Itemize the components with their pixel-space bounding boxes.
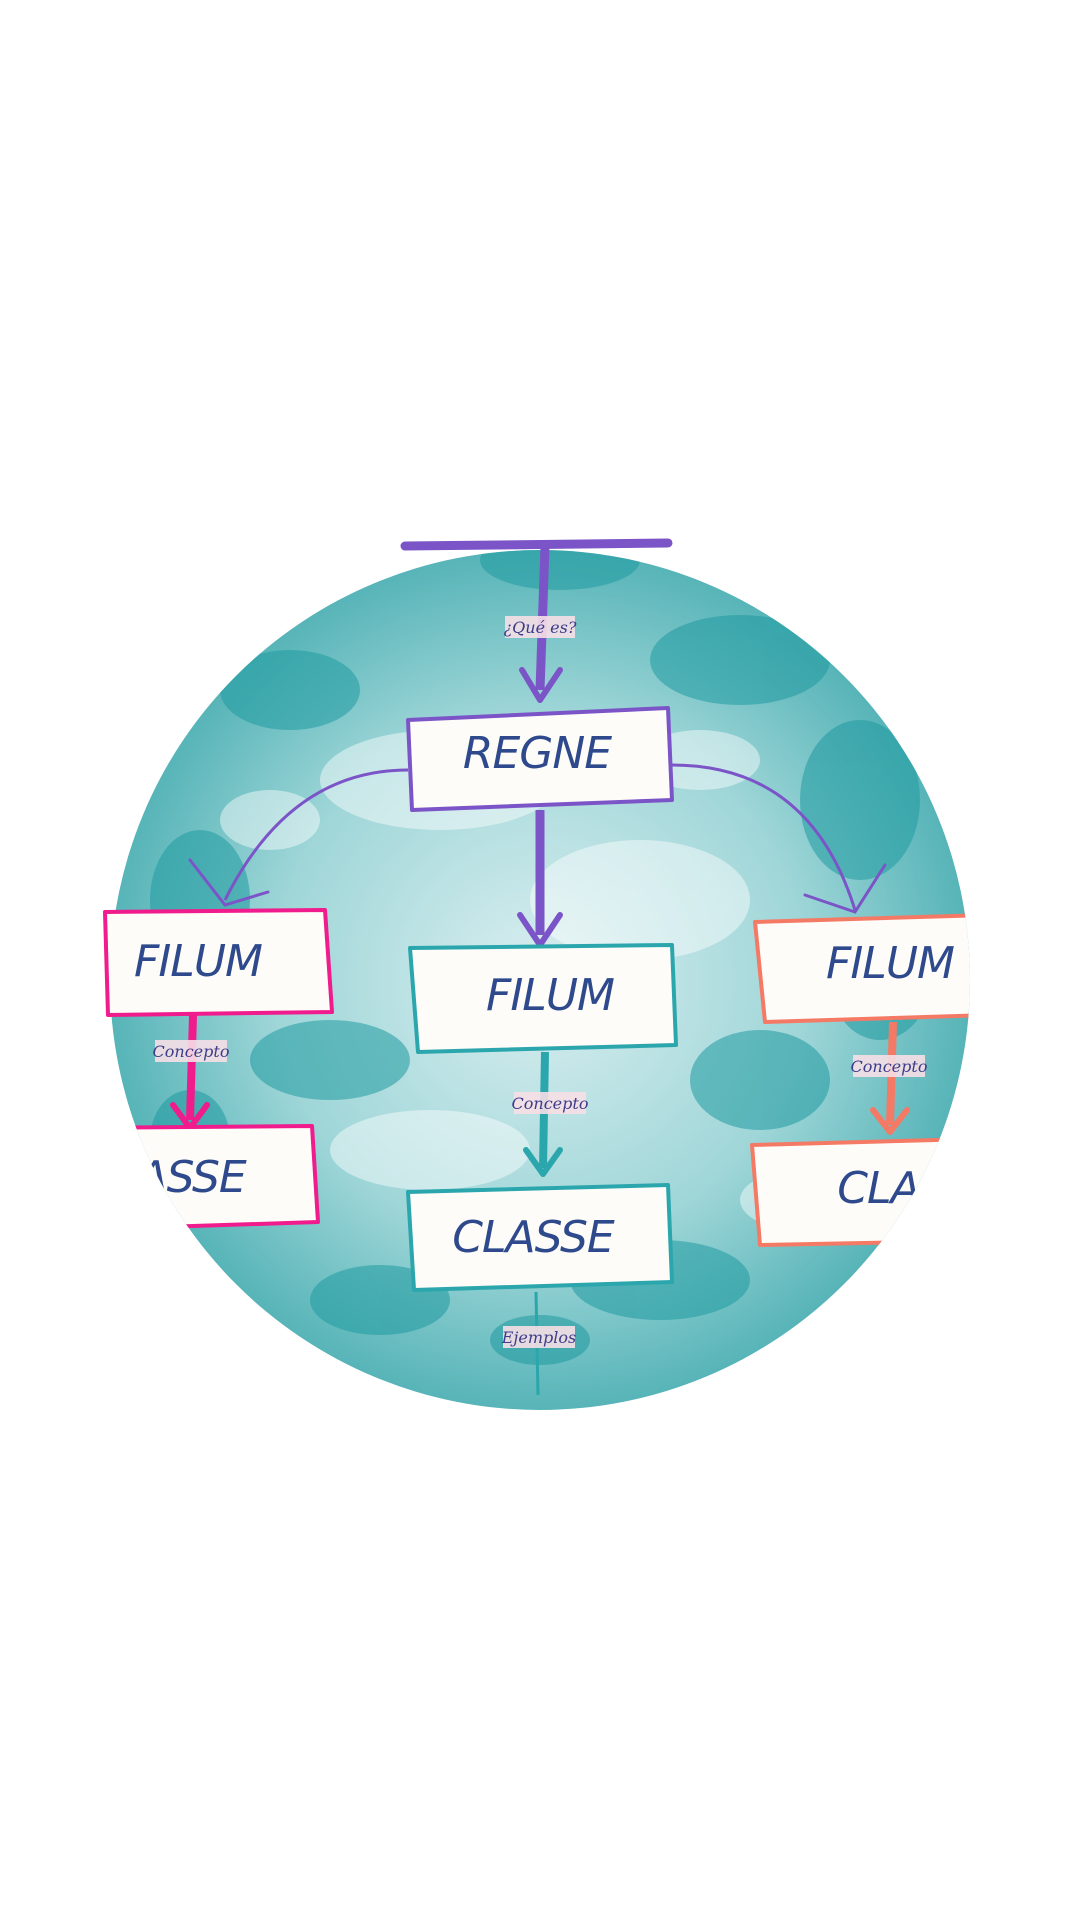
node-filum-center-label: FILUM	[486, 970, 614, 1021]
edge-label-concepto-right: Concepto	[851, 1055, 928, 1077]
node-classe-right: CLASSE	[750, 1136, 1000, 1247]
edge-label-que-es-text: ¿Qué es?	[504, 618, 577, 637]
edge-label-que-es: ¿Qué es?	[504, 616, 577, 638]
node-filum-left: FILUM	[103, 908, 334, 1017]
node-classe-right-label: CLASSE	[837, 1163, 1000, 1214]
node-filum-right: FILUM	[753, 913, 970, 1024]
edge-regne-to-filum-left	[223, 768, 409, 901]
node-classe-center-label: CLASSE	[452, 1212, 615, 1263]
edge-label-ejemplos-text: Ejemplos	[501, 1328, 576, 1347]
edge-label-concepto-left: Concepto	[153, 1040, 230, 1062]
top-edge-bar	[400, 538, 673, 551]
node-filum-center: FILUM	[408, 943, 678, 1054]
edge-regne-to-filum-right	[671, 763, 857, 911]
edge-label-ejemplos: Ejemplos	[501, 1326, 576, 1348]
arrowhead-classe-right	[870, 1107, 910, 1135]
edge-label-concepto-right-text: Concepto	[851, 1057, 928, 1076]
edge-labels: ¿Qué es? Concepto Concepto Concepto Ejem…	[153, 616, 928, 1348]
edge-label-concepto-left-text: Concepto	[153, 1042, 230, 1061]
arrowhead-filum-right	[803, 863, 887, 914]
edge-label-concepto-center-text: Concepto	[512, 1094, 589, 1113]
arrowhead-filum-left	[188, 858, 270, 907]
edge-label-concepto-center: Concepto	[512, 1092, 589, 1114]
arrowhead-regne	[519, 667, 563, 703]
arrowhead-classe-center	[523, 1147, 563, 1177]
edge-filum-left-to-classe-left	[186, 1014, 197, 1121]
node-regne-label: REGNE	[463, 728, 612, 779]
node-filum-left-label: FILUM	[134, 936, 262, 987]
node-regne: REGNE	[406, 706, 674, 812]
node-filum-right-label: FILUM	[826, 938, 954, 989]
node-classe-left: CLASSE	[84, 1124, 320, 1232]
node-classe-center: CLASSE	[406, 1183, 674, 1292]
node-classe-left-label: CLASSE	[84, 1152, 247, 1203]
